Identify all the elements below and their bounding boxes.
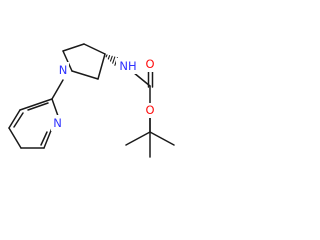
molecule-drawing: NH N N O O — [8, 43, 175, 158]
amine-nh-label: NH — [119, 59, 136, 73]
pyridine-bond-6 — [19, 98, 53, 111]
bond-tbu-right — [149, 131, 175, 146]
carbonyl-o-label: O — [145, 57, 154, 71]
bond-ring-left — [62, 43, 85, 52]
pyridine-n-label: N — [53, 116, 62, 130]
bond-ring-bottom-left — [62, 50, 73, 72]
pyrrolidine-n-label: N — [59, 63, 68, 77]
pyridine-double-1 — [40, 131, 48, 146]
pyridine-bond-4 — [8, 127, 22, 149]
bond-n-to-pyridine — [51, 79, 64, 100]
bond-ring-top — [83, 43, 106, 55]
bond-ring-right — [97, 53, 106, 80]
ester-o-label: O — [145, 103, 154, 117]
bond-tbu-left — [125, 131, 151, 146]
stereo-hash-bond — [105, 54, 118, 66]
pyridine-bond-1 — [51, 98, 59, 117]
pyridine-bond-5 — [8, 109, 21, 129]
bond-ring-bottom-right — [71, 70, 99, 80]
pyridine-double-2 — [13, 112, 24, 128]
pyridine-double-3 — [27, 102, 49, 111]
structure-canvas: NH N N O O — [8, 43, 175, 158]
pyridine-bond-2 — [43, 127, 53, 149]
